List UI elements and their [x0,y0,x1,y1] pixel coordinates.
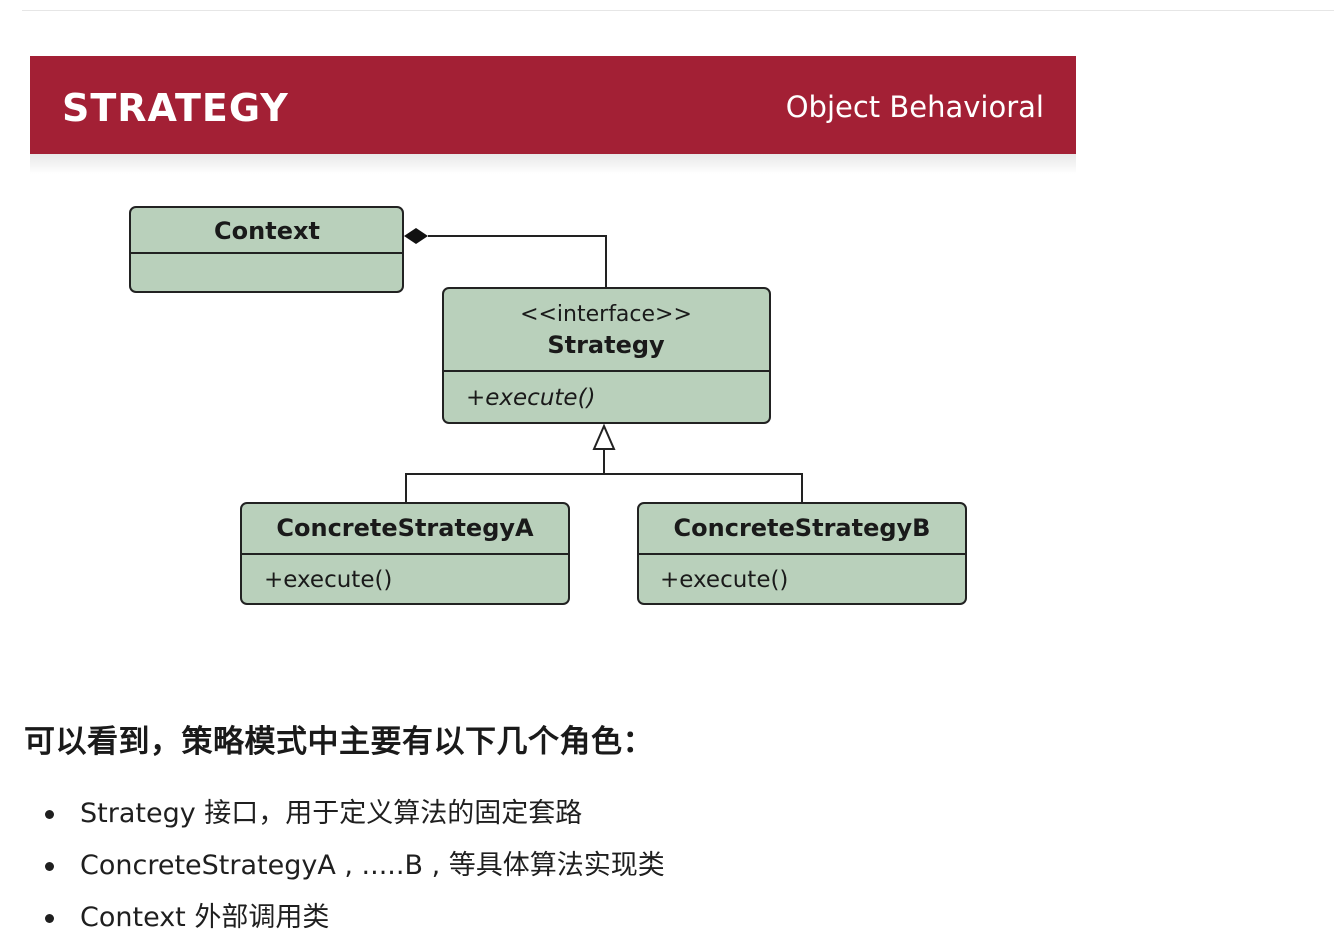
role-text: Strategy 接口，用于定义算法的固定套路 [80,798,583,829]
class-context: Context [129,206,404,293]
list-item: Context 外部调用类 [0,892,665,944]
roles-list: Strategy 接口，用于定义算法的固定套路 ConcreteStrategy… [0,788,665,944]
class-concrete-strategy-b: ConcreteStrategyB +execute() [637,502,967,605]
strategy-class-name: Strategy [547,331,665,359]
pattern-banner: STRATEGY Object Behavioral [30,56,1076,174]
context-class-name: Context [214,217,320,245]
banner-category: Object Behavioral [786,90,1044,124]
role-text: ConcreteStrategyA , .....B , 等具体算法实现类 [80,850,665,881]
concrete-a-class-name: ConcreteStrategyA [276,514,534,542]
bullet-icon [45,914,54,923]
strategy-method: +execute() [466,385,596,411]
list-item: ConcreteStrategyA , .....B , 等具体算法实现类 [0,840,665,892]
class-strategy-interface: <<interface>> Strategy +execute() [442,287,771,424]
realization-line-a [405,473,604,503]
uml-connectors [405,235,803,503]
concrete-a-method: +execute() [264,567,392,593]
composition-diamond-icon [404,228,428,244]
top-divider [22,10,1334,11]
strategy-uml-diagram: STRATEGY Object Behavioral Context <<int… [30,56,1076,605]
role-text: Context 外部调用类 [80,902,330,933]
bullet-icon [45,862,54,871]
concrete-b-class-name: ConcreteStrategyB [674,514,931,542]
strategy-stereotype: <<interface>> [520,302,692,327]
composition-line [428,235,607,288]
list-item: Strategy 接口，用于定义算法的固定套路 [0,788,665,840]
banner-title: STRATEGY [62,86,289,130]
bullet-icon [45,810,54,819]
concrete-b-method: +execute() [660,567,788,593]
inheritance-arrow-icon [592,423,616,450]
class-concrete-strategy-a: ConcreteStrategyA +execute() [240,502,570,605]
roles-heading: 可以看到，策略模式中主要有以下几个角色： [24,724,654,760]
realization-line-b [604,473,803,503]
